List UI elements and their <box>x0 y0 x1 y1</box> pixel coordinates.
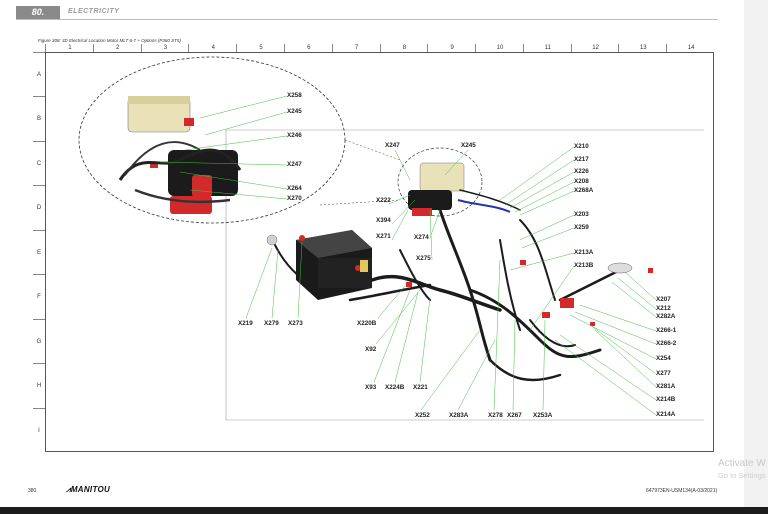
grid-column-5: 5 <box>236 44 285 52</box>
connector-label-x264: X264 <box>287 185 302 192</box>
connector-label-x245: X245 <box>461 142 476 149</box>
grid-column-9: 9 <box>427 44 476 52</box>
detail-ellipse <box>397 147 483 217</box>
taskbar <box>0 507 768 514</box>
grid-row-H: H <box>33 363 45 408</box>
connector-label-x208: X208 <box>574 178 589 185</box>
inset-module <box>118 96 242 214</box>
brand-name: MANITOU <box>70 485 111 494</box>
connector-label-x253a: X253A <box>533 412 553 419</box>
connector-label-x271: X271 <box>376 233 391 240</box>
leader-lines <box>159 95 657 416</box>
battery <box>296 230 372 300</box>
connector-label-x258: X258 <box>287 92 302 99</box>
connector-label-x214a: X214A <box>656 411 676 418</box>
blue-cable <box>457 199 511 213</box>
grid-column-11: 11 <box>522 44 572 52</box>
watermark-line1: Activate W <box>718 458 766 469</box>
connector-label-x268a: X268A <box>574 187 594 194</box>
connector-label-x247: X247 <box>385 142 400 149</box>
grid-column-3: 3 <box>140 44 190 52</box>
grid-column-7: 7 <box>331 44 381 52</box>
connector-label-x220b: X220B <box>357 320 377 327</box>
footer-page-number: 380 <box>28 488 37 494</box>
connector-label-x274: X274 <box>414 234 429 241</box>
red-connector <box>560 298 574 308</box>
grid-column-13: 13 <box>618 44 667 52</box>
grid-row-C: C <box>33 140 45 186</box>
grid-column-1: 1 <box>45 44 94 52</box>
watermark-line2: Go to Settings <box>718 471 766 480</box>
grid-column-2: 2 <box>92 44 142 52</box>
connector-label-x210: X210 <box>574 143 589 150</box>
connector-label-x254: X254 <box>656 355 671 362</box>
section-title: ELECTRICITY <box>68 8 120 15</box>
activate-windows-watermark: Activate W Go to Settings <box>718 458 766 482</box>
inset-ellipse <box>78 56 346 224</box>
connector-label-x266-2: X266-2 <box>656 340 677 347</box>
connector-label-x278: X278 <box>488 412 503 419</box>
grid-column-6: 6 <box>283 44 333 52</box>
connector-label-x207: X207 <box>656 296 671 303</box>
connector-label-x93: X93 <box>365 384 377 391</box>
grid-column-12: 12 <box>570 44 620 52</box>
connector-label-x283a: X283A <box>449 412 469 419</box>
connector-label-x213b: X213B <box>574 262 594 269</box>
connector-label-x217: X217 <box>574 156 589 163</box>
connector-label-x203: X203 <box>574 211 589 218</box>
connector-label-x275: X275 <box>416 255 431 262</box>
grid-row-A: A <box>33 52 45 97</box>
connector-label-x222: X222 <box>376 197 391 204</box>
grid-row-F: F <box>33 274 45 319</box>
connector-label-x224b: X224B <box>385 384 405 391</box>
connector-label-x214b: X214B <box>656 396 676 403</box>
main-module <box>408 162 465 216</box>
connector-label-x281a: X281A <box>656 383 676 390</box>
connector-label-x273: X273 <box>288 320 303 327</box>
connector-label-x247: X247 <box>287 161 302 168</box>
header-rule <box>16 19 718 20</box>
connector-label-x277: X277 <box>656 370 671 377</box>
viewer-edge <box>744 0 768 507</box>
connector-label-x226: X226 <box>574 168 589 175</box>
logo-mark: ⩘ <box>66 485 71 494</box>
connector-label-x270: X270 <box>287 195 302 202</box>
connector-label-x245: X245 <box>287 108 302 115</box>
connector-label-x267: X267 <box>507 412 522 419</box>
connector-label-x279: X279 <box>264 320 279 327</box>
connector-label-x266-1: X266-1 <box>656 327 677 334</box>
connector-label-x259: X259 <box>574 224 589 231</box>
connector-label-x252: X252 <box>415 412 430 419</box>
connector-label-x221: X221 <box>413 384 428 391</box>
figure-caption: Figure 308: 3D Electrical Location Motor… <box>38 38 181 43</box>
footer-reference: 647973EN-USM134(A-03/2021) <box>646 488 718 494</box>
grid-row-B: B <box>33 96 45 141</box>
grid-column-8: 8 <box>379 44 429 52</box>
grid-row-E: E <box>33 229 45 275</box>
connector-label-x282a: X282A <box>656 313 676 320</box>
grid-column-14: 14 <box>666 44 715 52</box>
connector-label-x246: X246 <box>287 132 302 139</box>
grid-column-10: 10 <box>475 44 524 52</box>
grid-row-I: I <box>33 407 45 453</box>
grid-row-D: D <box>33 185 45 230</box>
manitou-logo: ⩘MANITOU <box>66 485 110 495</box>
page-number-badge: 80. <box>16 6 60 19</box>
connector-label-x394: X394 <box>376 217 391 224</box>
connector-label-x213a: X213A <box>574 249 594 256</box>
connector-label-x219: X219 <box>238 320 253 327</box>
connector-label-x92: X92 <box>365 346 377 353</box>
grid-row-G: G <box>33 318 45 364</box>
diagram-frame <box>45 52 714 452</box>
connector-label-x212: X212 <box>656 305 671 312</box>
grid-column-4: 4 <box>188 44 237 52</box>
